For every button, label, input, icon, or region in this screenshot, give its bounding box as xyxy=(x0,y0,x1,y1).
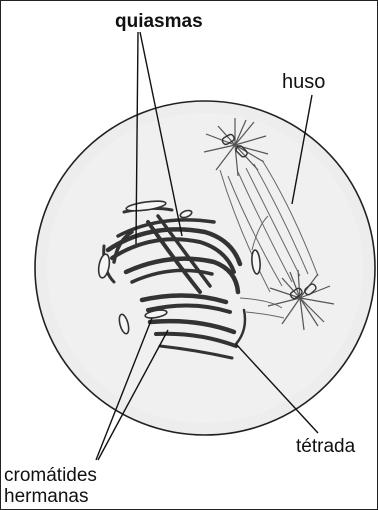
quiasmas-label: quiasmas xyxy=(115,12,203,31)
huso-label: huso xyxy=(282,72,325,92)
tetrada-label: tétrada xyxy=(296,437,355,456)
hermanas-label: hermanas xyxy=(4,487,89,506)
cromatides-label: cromátides xyxy=(4,466,97,485)
cell-inner-shade xyxy=(47,113,363,423)
